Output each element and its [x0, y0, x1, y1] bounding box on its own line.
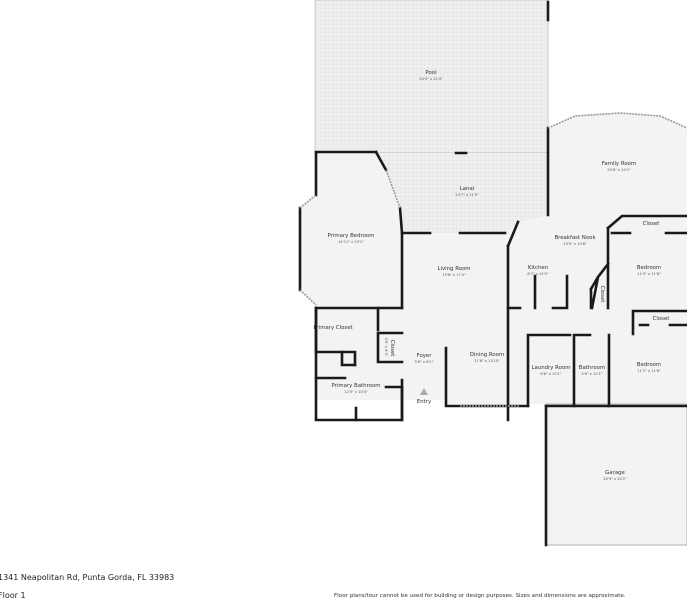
windows — [299, 112, 687, 407]
room-label-living-room: Living Room — [437, 266, 470, 272]
room-dim-garage: 20'9" x 20'2" — [603, 477, 627, 481]
room-label-bathroom: Bathroom — [579, 365, 605, 371]
room-dim-closet-3: 3'6" x 4'3" — [384, 338, 388, 357]
room-dim-bathroom: 5'6" x 10'1" — [581, 372, 602, 376]
room-label-kitchen: Kitchen — [528, 265, 548, 271]
room-label-breakfast-nook: Breakfast Nook — [554, 235, 596, 241]
room-label-family-room: Family Room — [602, 161, 636, 167]
room-label-closet-1: Closet — [643, 221, 660, 227]
room-dim-primary-bathroom: 12'5" x 10'4" — [344, 390, 368, 394]
room-label-dining-room: Dining Room — [470, 352, 504, 358]
disclaimer: Floor plans/tour cannot be used for buil… — [334, 593, 626, 599]
room-label-laundry-room: Laundry Room — [531, 365, 570, 371]
room-label-closet-4: Closet — [653, 316, 670, 322]
room-label-garage: Garage — [605, 470, 625, 476]
room-dim-foyer: 5'8" x 8'1" — [415, 360, 434, 364]
room-label-bedroom-1: Bedroom — [637, 265, 661, 271]
room-dim-bedroom-2: 11'2" x 11'6" — [637, 369, 661, 373]
room-dim-pool: 34'4" x 22'4" — [419, 77, 443, 81]
room-label-closet-2: Closet — [599, 286, 605, 303]
floor-label: Floor 1 — [0, 591, 26, 600]
room-dim-bedroom-1: 11'5" x 11'8" — [637, 272, 661, 276]
room-dim-primary-bedroom: 14'11" x 23'1" — [338, 240, 364, 244]
room-dim-family-room: 20'6" x 14'1" — [607, 168, 631, 172]
room-label-foyer: Foyer — [417, 353, 433, 359]
address: 1341 Neapolitan Rd, Punta Gorda, FL 3398… — [0, 573, 175, 582]
lanai-area — [376, 153, 548, 233]
room-dim-breakfast-nook: 10'9" x 10'8" — [563, 242, 587, 246]
room-label-entry: Entry — [417, 399, 432, 405]
room-dim-laundry-room: 6'6" x 10'1" — [540, 372, 561, 376]
room-label-pool: Pool — [425, 70, 436, 76]
room-label-primary-bedroom: Primary Bedroom — [328, 233, 375, 239]
room-label-bedroom-2: Bedroom — [637, 362, 661, 368]
room-label-primary-bathroom: Primary Bathroom — [331, 383, 380, 389]
room-dim-kitchen: 8'7" x 12'0" — [527, 272, 548, 276]
room-dim-lanai: 23'7" x 11'9" — [455, 193, 479, 197]
room-dim-dining-room: 11'6" x 13'10" — [474, 359, 500, 363]
room-label-closet-3: Closet — [389, 340, 395, 357]
room-label-lanai: Lanai — [460, 186, 475, 192]
pool-area — [314, 0, 549, 154]
room-label-primary-closet: Primary Closet — [313, 325, 352, 331]
room-dim-living-room: 15'6" x 17'4" — [442, 273, 466, 277]
entry-arrow-icon — [420, 388, 428, 395]
